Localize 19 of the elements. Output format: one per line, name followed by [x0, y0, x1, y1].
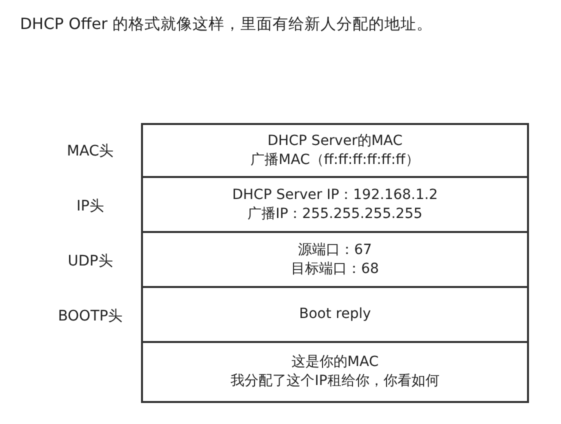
- header-field-box: [141, 286, 529, 343]
- header-label: MAC头: [66, 142, 116, 160]
- header-label: BOOTP头: [56, 307, 124, 325]
- field-text: Boot reply: [299, 305, 371, 324]
- header-field-box: [141, 341, 529, 403]
- field-text: 源端口：67: [298, 240, 372, 260]
- header-field-box: [141, 123, 529, 178]
- header-field-box: [141, 176, 529, 233]
- header-label: IP头: [75, 197, 106, 215]
- field-text: 我分配了这个IP租给你，你看如何: [230, 372, 440, 391]
- field-text: 这是你的MAC: [291, 353, 379, 372]
- title: DHCP Offer 的格式就像这样，里面有给新人分配的地址。: [20, 14, 432, 35]
- header-label: UDP头: [66, 252, 114, 270]
- field-text: 目标端口：68: [291, 260, 379, 278]
- field-text: 广播MAC（ff:ff:ff:ff:ff:ff）: [250, 150, 420, 170]
- field-text: DHCP Server的MAC: [267, 132, 403, 150]
- header-field-box: [141, 231, 529, 288]
- field-text: DHCP Server IP：192.168.1.2: [232, 186, 438, 204]
- field-text: 广播IP：255.255.255.255: [248, 204, 422, 224]
